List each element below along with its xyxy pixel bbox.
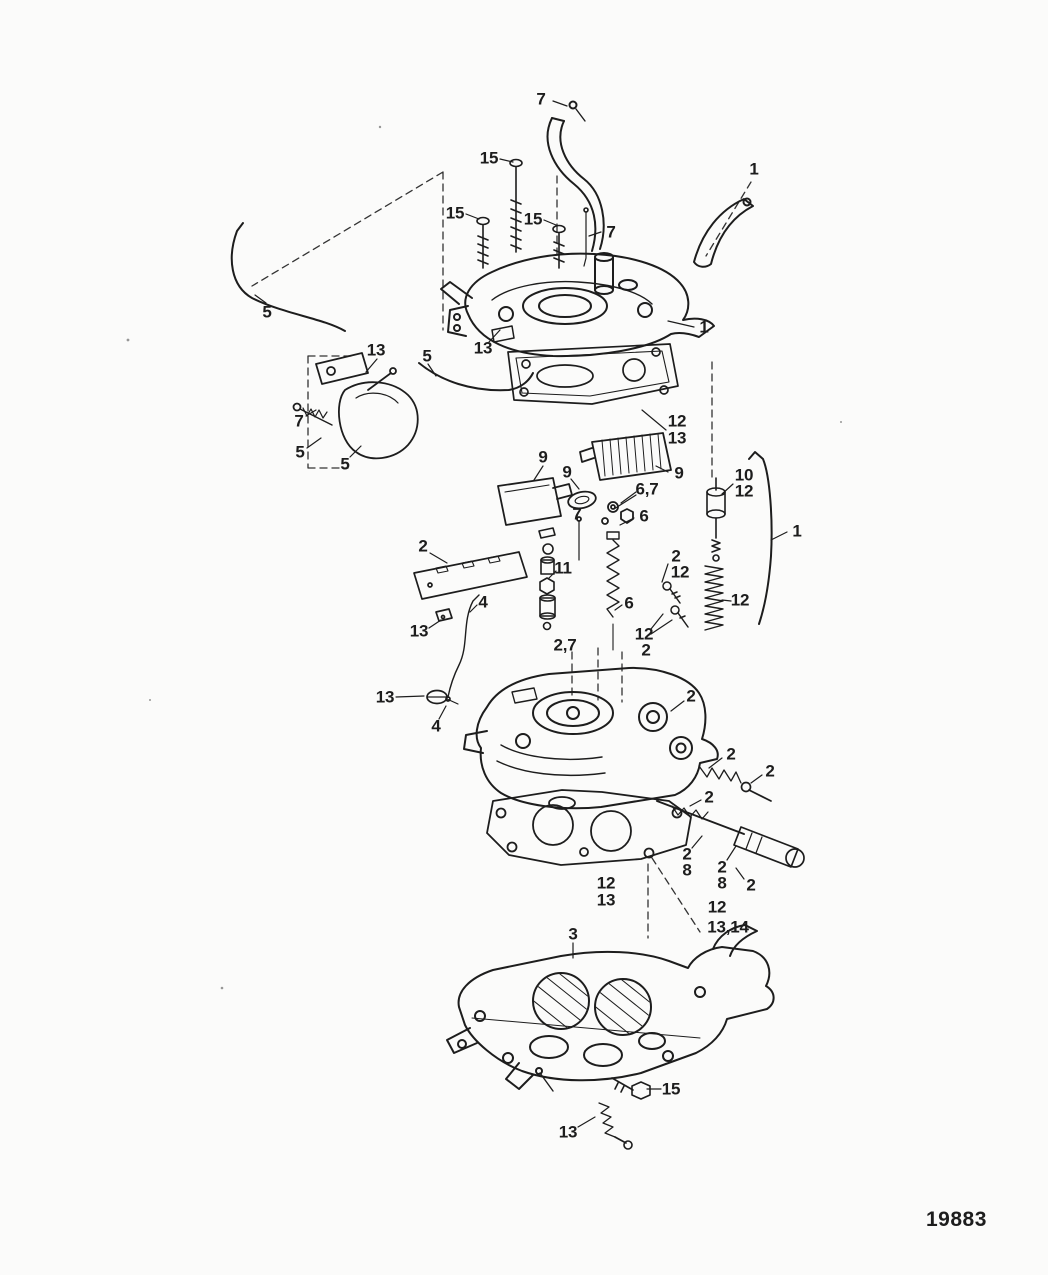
callout-label: 2 [746,875,756,895]
callout-label: 2 [686,686,696,706]
callout-label: 2 [682,844,692,864]
callout-label: 6,7 [635,479,659,499]
callout-label: 12 [734,481,754,501]
callout-label: 1 [749,159,759,179]
callout-label: 13 [473,338,493,358]
callout-label: 9 [538,447,548,467]
callout-label: 2 [704,787,714,807]
callout-label: 13 [366,340,386,360]
callout-label: 2 [717,857,727,877]
callout-label: 5 [422,346,432,366]
callout-label: 15 [661,1079,681,1099]
callout-label: 7 [294,411,304,431]
scan-speckles [126,125,842,990]
choke-pull-off [292,352,419,460]
power-piston-and-spring [704,477,726,631]
callout-label: 13 [409,621,429,641]
callout-label: 7 [572,504,582,524]
callout-label: 2 [726,744,736,764]
callout-label: 9 [674,463,684,483]
callout-label: 2 [765,761,775,781]
dashed-guides [251,171,752,939]
choke-rods [230,222,773,625]
callout-label: 5 [262,302,272,322]
air-horn-screws [476,158,589,269]
callout-label: 2,7 [553,635,577,655]
throttle-body [446,924,775,1092]
callout-label: 13,14 [707,917,749,937]
callout-label: 12 [634,624,654,644]
callout-label: 1 [792,521,802,541]
callout-label: 12 [667,411,687,431]
air-horn-gasket [507,343,679,405]
callout-label: 9 [562,462,572,482]
callout-label: 2 [418,536,428,556]
callout-label: 13 [375,687,395,707]
callout-label: 6 [639,506,649,526]
figure-number: 19883 [926,1208,987,1231]
callout-label: 8 [717,873,727,893]
fuel-inlet-tube [546,100,605,252]
callout-label: 12 [670,562,690,582]
callout-label: 12 [596,873,616,893]
callout-label: 1 [699,317,709,337]
main-body [463,666,719,810]
metering-parts [538,527,556,631]
callout-label: 13 [667,428,687,448]
callout-label: 12 [707,897,727,917]
callout-label: 8 [682,860,692,880]
float-assembly [497,432,672,561]
callout-label: 15 [479,148,499,168]
callout-label: 5 [340,454,350,474]
callout-label: 15 [445,203,465,223]
small-screws [662,581,689,628]
callout-label: 10 [734,465,754,485]
base-gasket [486,789,692,866]
main-jet-spring [606,531,620,651]
callout-label: 12 [730,590,750,610]
callout-label: 11 [554,558,572,578]
callout-label: 6 [624,593,634,613]
callout-label: 5 [295,442,305,462]
idle-mixture-assembly [656,765,805,868]
callout-label: 2 [641,640,651,660]
callout-label: 15 [523,209,543,229]
callout-label: 3 [568,924,578,944]
callout-label: 13 [558,1122,578,1142]
callout-label: 7 [606,222,616,242]
bottom-fasteners [598,1077,651,1150]
callout-label: 7 [536,89,546,109]
callout-label: 13 [596,890,616,910]
callout-label: 2 [671,546,681,566]
gasket-strip-and-wire [413,551,528,705]
choke-lever [693,197,754,268]
callout-label: 4 [431,716,441,736]
callout-label: 4 [478,592,488,612]
